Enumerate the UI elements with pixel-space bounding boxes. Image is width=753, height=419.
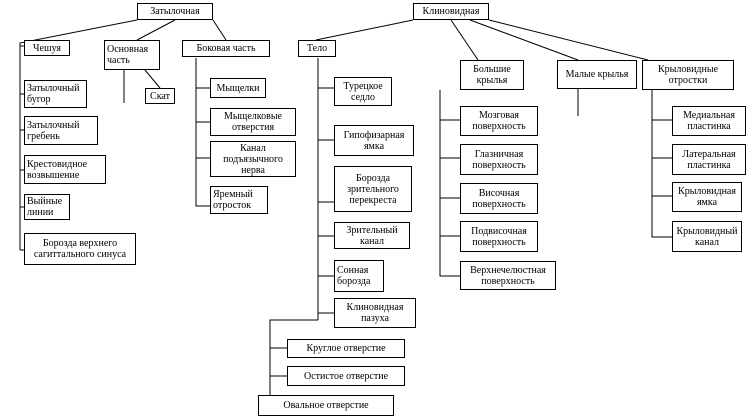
- occipital-bone-root: Затылочная: [137, 3, 213, 20]
- greater-wing-item: Глазничная поверхность: [460, 144, 538, 175]
- squama-item: Затылочный бугор: [24, 80, 87, 108]
- greater-wing-item: Подвисочная поверхность: [460, 221, 538, 252]
- greater-wing-item: Височная поверхность: [460, 183, 538, 214]
- pterygoid-item: Медиальная пластинка: [672, 106, 746, 136]
- squama-item: Борозда верхнего сагиттального синуса: [24, 233, 136, 265]
- foramen-item: Остистое отверстие: [287, 366, 405, 386]
- squama-item: Затылочный гребень: [24, 116, 98, 145]
- lateral-part-item: Канал подъязычного нерва: [210, 141, 296, 177]
- foramen-item: Овальное отверстие: [258, 395, 394, 416]
- body-item: Сонная борозда: [334, 260, 384, 292]
- body-item: Клиновидная пазуха: [334, 298, 416, 328]
- lateral-part-item: Яремный отросток: [210, 186, 268, 214]
- body-item: Борозда зрительного перекреста: [334, 166, 412, 212]
- body-item: Зрительный канал: [334, 222, 410, 249]
- sphenoid-lesser-wings: Малые крылья: [557, 60, 637, 89]
- body-item: Турецкое седло: [334, 77, 392, 106]
- squama-item: Выйные линии: [24, 194, 70, 220]
- greater-wing-item: Мозговая поверхность: [460, 106, 538, 136]
- body-item: Гипофизарная ямка: [334, 125, 414, 156]
- occipital-clivus: Скат: [145, 88, 175, 104]
- occipital-lateral-part: Боковая часть: [182, 40, 270, 57]
- squama-item: Крестовидное возвышение: [24, 155, 106, 184]
- greater-wing-item: Верхнечелюстная поверхность: [460, 261, 556, 290]
- lateral-part-item: Мыщелки: [210, 78, 266, 98]
- lateral-part-item: Мыщелковые отверстия: [210, 108, 296, 136]
- sphenoid-greater-wings: Большие крылья: [460, 60, 524, 90]
- pterygoid-item: Крыловидный канал: [672, 221, 742, 252]
- sphenoid-bone-root: Клиновидная: [413, 3, 489, 20]
- pterygoid-item: Латеральная пластинка: [672, 144, 746, 175]
- sphenoid-pterygoid-processes: Крыловидные отростки: [642, 60, 734, 90]
- foramen-item: Круглое отверстие: [287, 339, 405, 358]
- sphenoid-body: Тело: [298, 40, 336, 57]
- pterygoid-item: Крыловидная ямка: [672, 182, 742, 212]
- occipital-basilar-part: Основная часть: [104, 40, 160, 70]
- occipital-squama: Чешуя: [24, 40, 70, 56]
